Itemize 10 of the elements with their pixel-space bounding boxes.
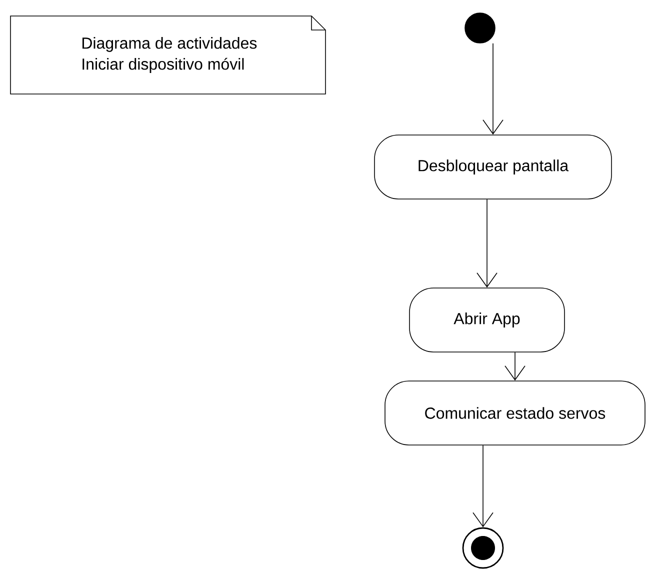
- arrow: [482, 43, 504, 135]
- note-box: Diagrama de actividades Iniciar dispositivo móvil: [10, 16, 326, 94]
- arrow: [504, 352, 526, 381]
- activity-box: Comunicar estado servos: [384, 380, 646, 446]
- start-node: [464, 12, 496, 44]
- arrow: [472, 445, 494, 528]
- end-node: [462, 527, 504, 569]
- activity-box: Abrir App: [409, 288, 565, 352]
- arrow: [476, 199, 498, 288]
- activity-box: Desbloquear pantalla: [374, 134, 612, 200]
